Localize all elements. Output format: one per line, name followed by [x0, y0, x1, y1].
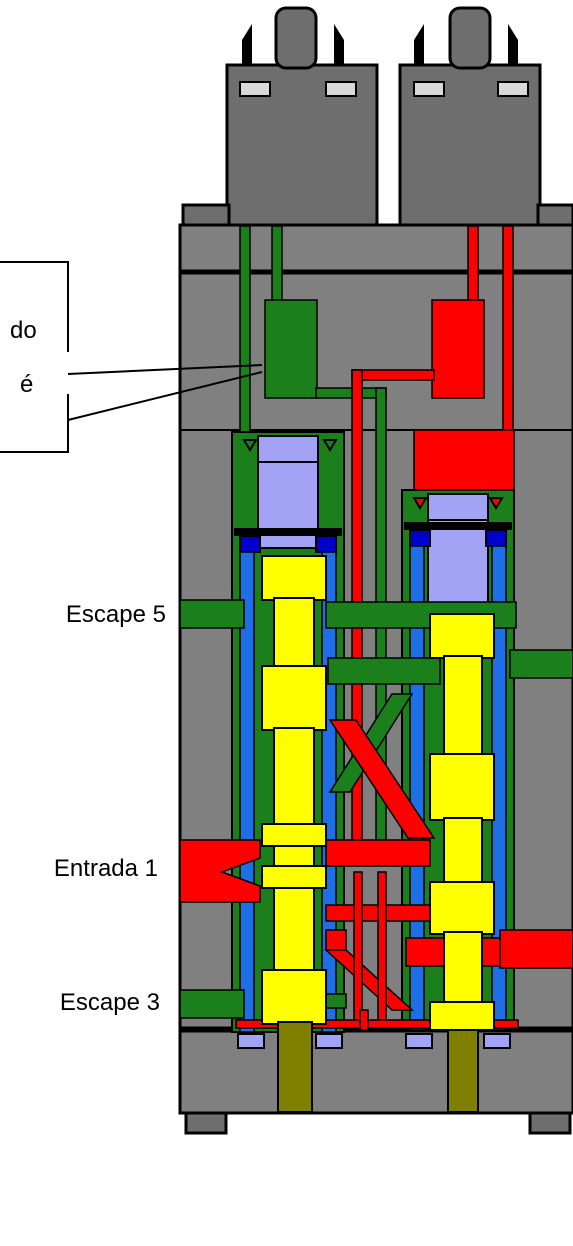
label-escape3: Escape 3	[60, 989, 160, 1016]
left-piston-seal-right	[322, 439, 338, 452]
pilot-right-terminal-a	[413, 81, 445, 97]
pilot-right-pin-right	[508, 24, 518, 65]
red-pilot-head-chamber	[413, 429, 515, 493]
right-piston-seal-left	[412, 497, 428, 510]
pilot-left-terminal-b	[325, 81, 357, 97]
left-piston-seal-left	[242, 439, 258, 452]
pilot-right-terminal-b	[497, 81, 529, 97]
callout-box	[0, 261, 69, 453]
pilot-right	[398, 6, 573, 229]
label-escape5: Escape 5	[66, 601, 166, 628]
right-spring-cap-b	[483, 1033, 511, 1049]
left-spool	[261, 555, 327, 1025]
right-spool-stem	[447, 1029, 479, 1113]
crossing-red-passage	[328, 719, 436, 839]
right-spring-cap-a	[405, 1033, 433, 1049]
left-spool-land-5	[261, 969, 327, 1025]
foot-left	[184, 1111, 228, 1135]
label-entrada1: Entrada 1	[54, 855, 158, 882]
left-spool-stem	[277, 1021, 313, 1113]
right-spool-land-2	[429, 753, 495, 821]
escape5-port	[179, 599, 245, 629]
right-seal-block-a	[409, 529, 431, 547]
callout-text-line2: é	[20, 371, 33, 398]
left-spool-land-3	[261, 823, 327, 847]
right-spool	[429, 613, 495, 1031]
right-seal-block-b	[485, 529, 507, 547]
escape3-port	[179, 989, 245, 1019]
callout-pointer-upper	[67, 364, 263, 375]
callout-pointer-lower	[67, 371, 263, 421]
right-spool-land-1	[429, 613, 495, 659]
left-spring-cap-b	[315, 1033, 343, 1049]
foot-right	[528, 1111, 572, 1135]
left-spool-land-2	[261, 665, 327, 731]
callout-text-line1: do	[10, 317, 37, 344]
pilot-left-pin-left	[242, 24, 252, 65]
pilot-left-pin-right	[334, 24, 344, 65]
pilot-left	[181, 6, 379, 229]
right-piston-seal-right	[488, 497, 504, 510]
left-spring-cap-a	[237, 1033, 265, 1049]
pilot-right-connector	[448, 6, 492, 70]
red-pilot-chamber	[431, 299, 485, 399]
right-red-port	[499, 929, 573, 969]
left-spool-land-1	[261, 555, 327, 601]
right-spool-land-4	[429, 1001, 495, 1031]
red-passages	[179, 719, 573, 1031]
base-red-channel	[359, 1009, 369, 1031]
pilot-right-pin-left	[414, 24, 424, 65]
left-seal-block-a	[239, 535, 261, 553]
left-seal-block-b	[315, 535, 337, 553]
pilot-left-terminal-a	[239, 81, 271, 97]
left-spool-land-4	[261, 865, 327, 889]
entrada1-port	[179, 839, 261, 903]
green-pilot-chamber	[264, 299, 318, 399]
right-side-port	[509, 649, 573, 679]
pilot-left-connector	[274, 6, 318, 70]
right-spool-land-3	[429, 881, 495, 935]
